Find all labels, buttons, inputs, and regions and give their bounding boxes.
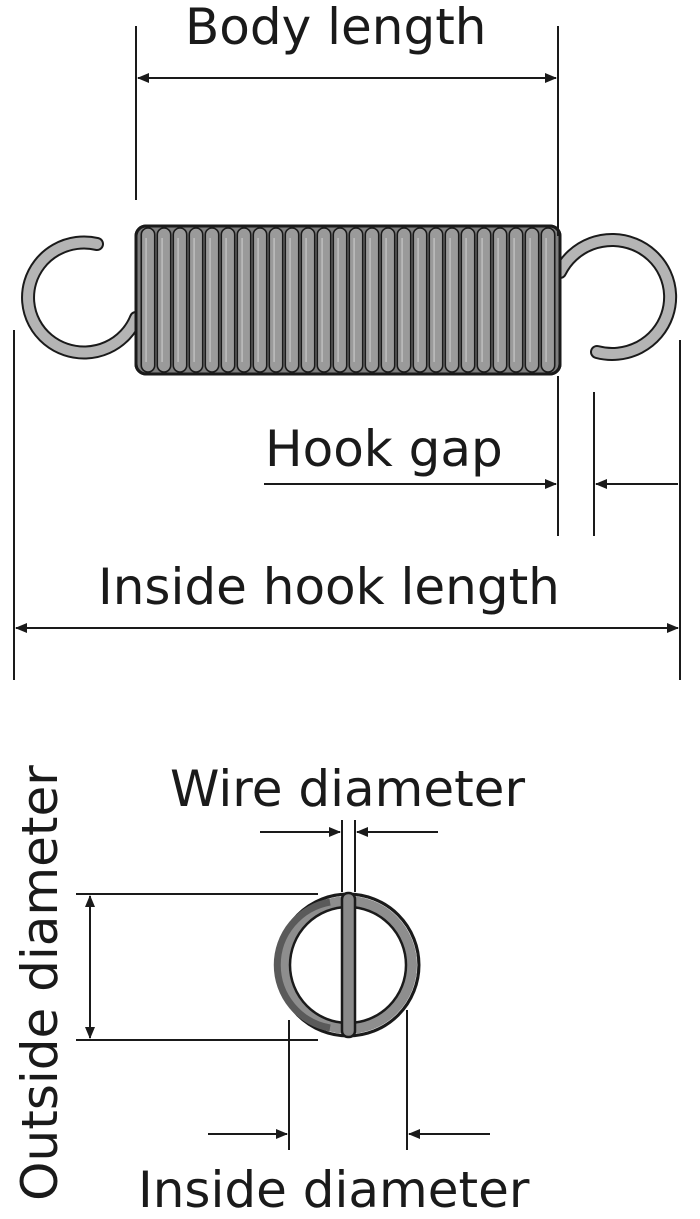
spring-coil <box>412 227 428 373</box>
inside-diameter-dimension <box>208 1010 490 1150</box>
spring-coil <box>316 227 332 373</box>
left-hook <box>21 235 143 360</box>
outside-diameter-dimension <box>76 893 318 1041</box>
spring-coil <box>540 227 556 373</box>
spring-coil <box>444 227 460 373</box>
outside-diameter-label: Outside diameter <box>11 765 69 1201</box>
hook-gap-dimension <box>264 376 678 536</box>
spring-coil <box>172 227 188 373</box>
spring-coil <box>508 227 524 373</box>
spring-coil <box>428 227 444 373</box>
spring-coil <box>396 227 412 373</box>
spring-coil <box>220 227 236 373</box>
wire-diameter-dimension <box>260 820 438 892</box>
spring-coil <box>380 227 396 373</box>
spring-coil <box>156 227 172 373</box>
spring-coil <box>348 227 364 373</box>
body-length-label: Body length <box>185 0 487 56</box>
spring-coil <box>284 227 300 373</box>
spring-coil <box>204 227 220 373</box>
spring-coil <box>364 227 380 373</box>
spring-coil <box>268 227 284 373</box>
spring-coil <box>332 227 348 373</box>
spring-coil <box>188 227 204 373</box>
spring-coil <box>524 227 540 373</box>
spring-coils <box>140 227 556 373</box>
inside-hook-length-dimension <box>13 330 681 680</box>
right-hook <box>553 233 678 361</box>
inside-diameter-label: Inside diameter <box>138 1161 530 1219</box>
body-length-dimension <box>135 26 559 236</box>
spring-coil <box>140 227 156 373</box>
spring-coil <box>460 227 476 373</box>
spring-coil <box>300 227 316 373</box>
spring-body <box>134 224 562 376</box>
wire-diameter-label: Wire diameter <box>170 760 526 818</box>
spring-coil <box>476 227 492 373</box>
inside-hook-length-label: Inside hook length <box>98 558 560 616</box>
spring-end-view <box>273 891 421 1039</box>
spring-coil <box>252 227 268 373</box>
spring-coil <box>492 227 508 373</box>
spring-coil <box>236 227 252 373</box>
hook-gap-label: Hook gap <box>265 420 503 478</box>
